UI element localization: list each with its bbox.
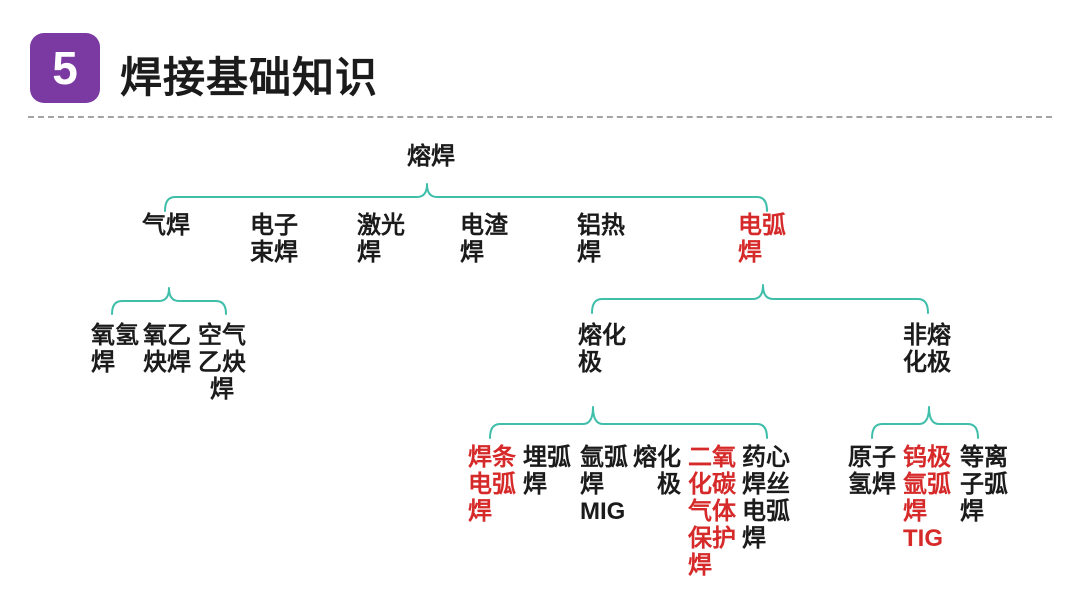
node-oxyacetylene-welding: 氧乙 炔焊 [143,322,191,376]
divider-dashed-line [28,116,1052,118]
node-arc-welding: 电弧 焊 [738,212,786,266]
brace-root-children [164,183,768,212]
node-laser-welding: 激光 焊 [357,212,405,266]
brace-arc-welding-children [591,284,929,314]
node-submerged-arc-welding: 埋弧 焊 [523,444,571,498]
node-consumable-electrode-welding: 熔化 极 [633,444,681,498]
brace-nonconsumable-electrode-children [871,406,979,439]
section-number-badge: 5 [30,33,100,103]
brace-gas-welding-children [111,287,227,315]
node-oxyhydrogen-welding: 氧氢 焊 [91,322,139,376]
node-atomic-hydrogen-welding: 原子 氢焊 [848,444,896,498]
node-nonconsumable-electrode: 非熔 化极 [903,322,951,376]
section-number: 5 [52,42,78,94]
node-tig-welding: 钨极 氩弧 焊 TIG [903,444,951,552]
node-thermite-welding: 铝热 焊 [577,212,625,266]
node-flux-cored-arc-welding: 药心 焊丝 电弧 焊 [742,444,790,552]
node-mig-welding: 氩弧 焊 MIG [580,444,628,525]
node-consumable-electrode: 熔化 极 [578,322,626,376]
node-electron-beam-welding: 电子 束焊 [250,212,298,266]
node-gas-welding: 气焊 [142,212,190,239]
node-plasma-arc-welding: 等离 子弧 焊 [960,444,1008,525]
page-title: 焊接基础知识 [120,54,379,101]
node-shielded-metal-arc-welding: 焊条 电弧 焊 [468,444,516,525]
brace-consumable-electrode-children [489,406,768,439]
node-co2-gas-shielded-welding: 二氧 化碳 气体 保护 焊 [688,444,736,579]
node-air-acetylene-welding: 空气 乙炔 焊 [198,322,246,403]
node-electroslag-welding: 电渣 焊 [460,212,508,266]
node-fusion-welding: 熔焊 [407,143,455,170]
